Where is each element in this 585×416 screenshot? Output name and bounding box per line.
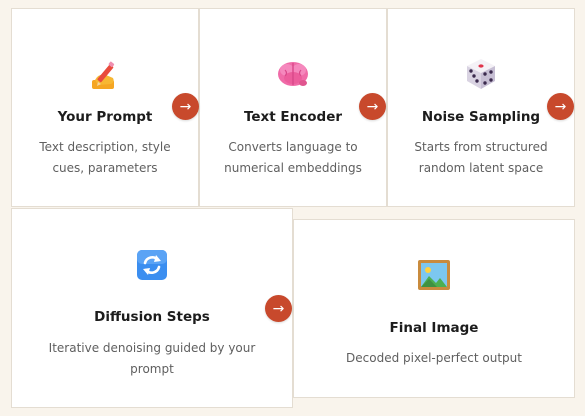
step-description-line: Text description, style	[39, 140, 171, 154]
step-title: Diffusion Steps	[94, 309, 210, 325]
framed-picture-icon	[294, 258, 574, 292]
step-card-your-prompt: Your Prompt Text description, style cues…	[11, 8, 199, 207]
arrow-connector: →	[359, 93, 386, 120]
step-description-line: Iterative denoising guided by your	[48, 341, 256, 355]
step-title: Noise Sampling	[421, 109, 541, 125]
step-card-final-image: Final Image Decoded pixel-perfect output	[293, 219, 575, 398]
step-description: Starts from structured random latent spa…	[406, 137, 556, 179]
step-description-line: random latent space	[418, 161, 544, 175]
writing-hand-icon	[12, 59, 198, 93]
dice-icon	[388, 57, 574, 91]
step-description-line: cues, parameters	[52, 161, 158, 175]
arrow-connector: →	[172, 93, 199, 120]
step-description-line: numerical embeddings	[224, 161, 362, 175]
step-description-line: Converts language to	[228, 140, 358, 154]
step-description: Iterative denoising guided by your promp…	[30, 338, 274, 380]
step-title: Final Image	[389, 320, 479, 336]
step-description-line: Starts from structured	[414, 140, 548, 154]
step-description: Decoded pixel-perfect output	[312, 348, 556, 369]
step-title: Your Prompt	[57, 109, 153, 125]
step-card-noise-sampling: Noise Sampling Starts from structured ra…	[387, 8, 575, 207]
arrow-connector: →	[265, 295, 292, 322]
step-card-text-encoder: Text Encoder Converts language to numeri…	[199, 8, 387, 207]
step-title: Text Encoder	[243, 109, 343, 125]
cycle-arrows-icon	[12, 248, 292, 282]
step-description: Text description, style cues, parameters	[30, 137, 180, 179]
step-card-diffusion-steps: Diffusion Steps Iterative denoising guid…	[11, 208, 293, 408]
step-description-line: Decoded pixel-perfect output	[346, 351, 522, 365]
arrow-connector: →	[547, 93, 574, 120]
brain-icon	[200, 57, 386, 91]
step-description: Converts language to numerical embedding…	[218, 137, 368, 179]
step-description-line: prompt	[130, 362, 174, 376]
